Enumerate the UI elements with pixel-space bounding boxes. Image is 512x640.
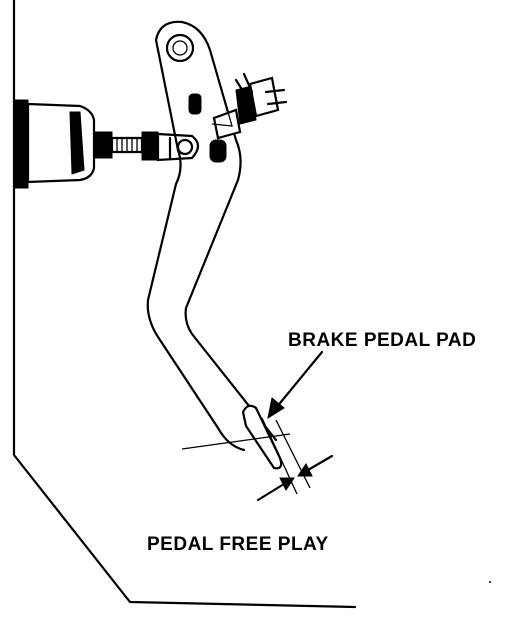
brake-pedal-arm — [146, 20, 278, 452]
push-rod-clevis — [141, 131, 200, 162]
free-play-arrows — [256, 454, 334, 502]
pad-leader-arrow — [267, 350, 324, 420]
brake-pedal-pad-label: BRAKE PEDAL PAD — [288, 330, 477, 351]
master-cylinder — [13, 99, 144, 189]
scan-speck — [489, 581, 491, 583]
brake-pedal-pad — [241, 404, 283, 470]
pedal-free-play-label: PEDAL FREE PLAY — [147, 534, 329, 555]
stop-light-switch — [211, 72, 288, 140]
firewall-outline — [12, 0, 357, 609]
